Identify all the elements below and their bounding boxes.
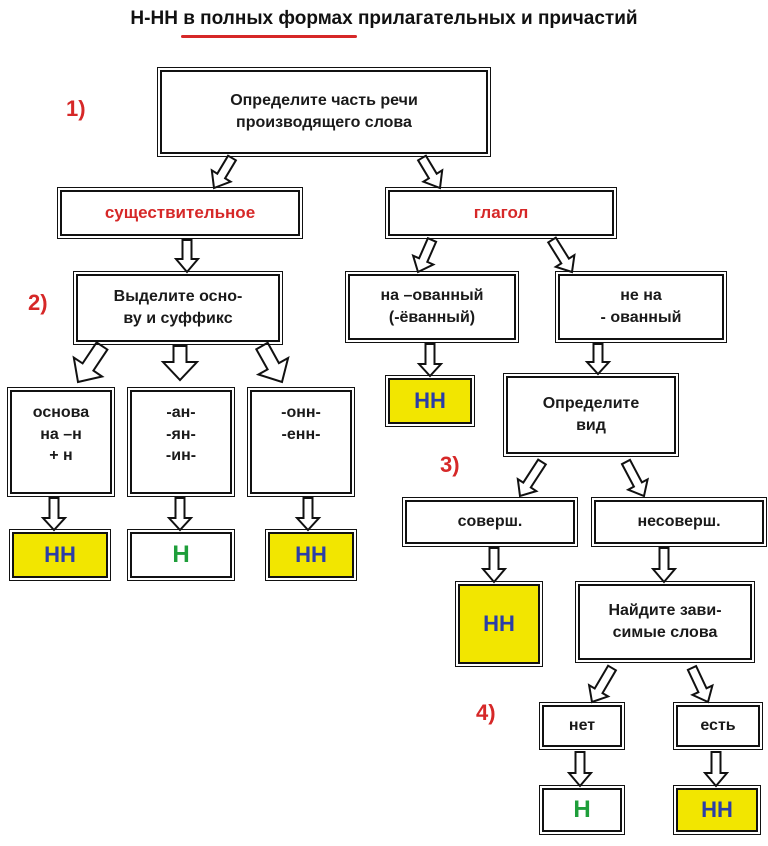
hollow-arrow-icon [294,497,322,532]
hollow-arrow-icon [40,497,68,532]
hollow-arrow-icon [72,341,109,384]
hollow-arrow-icon [480,547,508,584]
ovanny-result-box: НН [385,375,475,427]
step-4-label: 4) [476,700,496,725]
step-2-label: 2) [28,290,48,315]
perfective-box: соверш. [402,497,578,547]
hollow-arrow-icon [516,458,548,498]
hollow-arrow-icon [566,751,594,788]
yes-result-box: НН [673,785,761,835]
hollow-arrow-icon [173,239,201,274]
dependent-words-box: Найдите зави- симые слова [575,581,755,663]
hollow-arrow-icon [210,154,238,190]
onn-enn-box: -онн- -енн- [247,387,355,497]
hollow-arrow-icon [416,343,444,378]
hollow-arrow-icon [584,343,612,376]
stem-box: основа на –н + н [7,387,115,497]
step-3-label: 3) [440,452,460,477]
hollow-arrow-icon [166,497,194,532]
onn-result-box: НН [265,529,357,581]
base-suffix-box: Выделите осно- ву и суффикс [73,271,283,345]
title-highlight: в полных формах [183,8,353,29]
no-box: нет [539,702,625,750]
title-end: прилагательных и причастий [352,8,638,29]
root-box: Определите часть речи производящего слов… [157,67,491,157]
imperfective-box: несоверш. [591,497,767,547]
aspect-box: Определите вид [503,373,679,457]
hollow-arrow-icon [650,547,678,584]
no-result-box: Н [539,785,625,835]
step-1-label: 1) [66,96,86,121]
hollow-arrow-icon [254,341,290,384]
verb-box: глагол [385,187,617,239]
hollow-arrow-icon [416,154,444,190]
hollow-arrow-icon [160,345,200,382]
stem-result-box: НН [9,529,111,581]
hollow-arrow-icon [620,458,650,498]
noun-box: существительное [57,187,303,239]
title-start: Н-НН [130,8,184,29]
yes-box: есть [673,702,763,750]
perfective-result-box: НН [455,581,543,667]
not-ovanny-box: не на - ованный [555,271,727,343]
hollow-arrow-icon [702,751,730,788]
page-title: Н-НН в полных формах прилагательных и пр… [0,8,768,30]
an-yan-in-box: -ан- -ян- -ин- [127,387,235,497]
ovanny-box: на –ованный (-ёванный) [345,271,519,343]
an-result-box: Н [127,529,235,581]
hollow-arrow-icon [411,236,438,274]
hollow-arrow-icon [546,236,576,274]
hollow-arrow-icon [587,664,618,704]
hollow-arrow-icon [686,664,714,704]
